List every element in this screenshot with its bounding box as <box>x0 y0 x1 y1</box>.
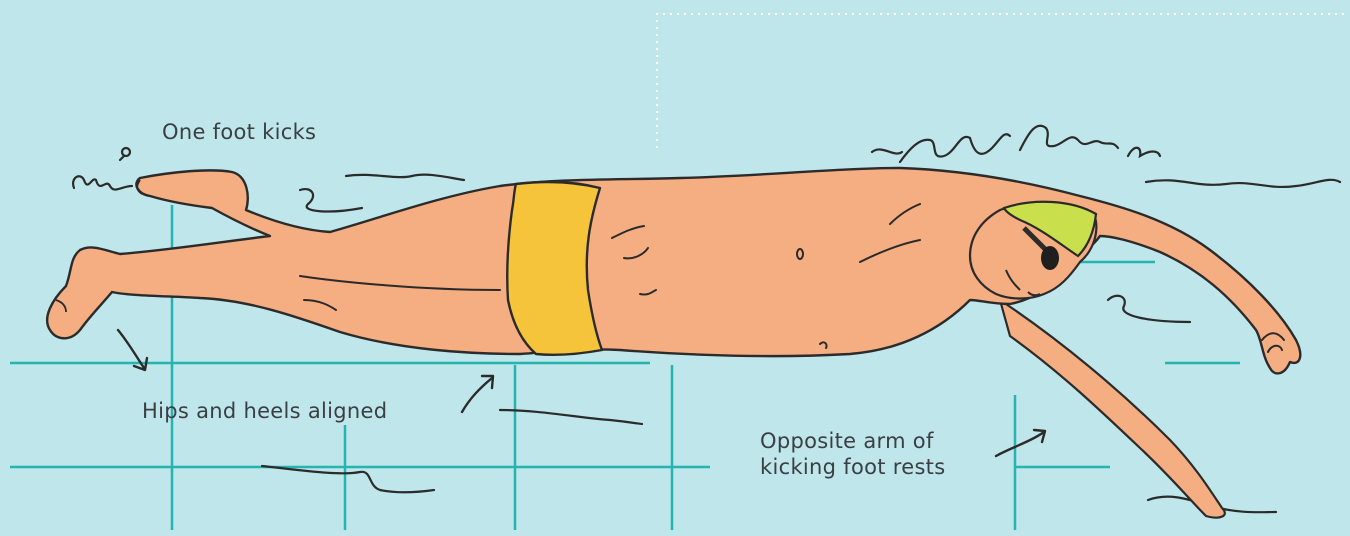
annotation-hips-heels-aligned: Hips and heels aligned <box>142 398 387 424</box>
reaching-arm <box>1000 300 1225 518</box>
swimmer-torso-legs <box>47 168 1300 373</box>
annotation-one-foot-kicks: One foot kicks <box>162 119 316 145</box>
annotation-arm-line-2: kicking foot rests <box>760 454 945 480</box>
dotted-frame <box>657 14 1345 148</box>
annotation-opposite-arm-rests: Opposite arm of kicking foot rests <box>760 428 945 480</box>
annotation-arm-line-1: Opposite arm of <box>760 428 945 454</box>
swimsuit <box>507 182 602 355</box>
